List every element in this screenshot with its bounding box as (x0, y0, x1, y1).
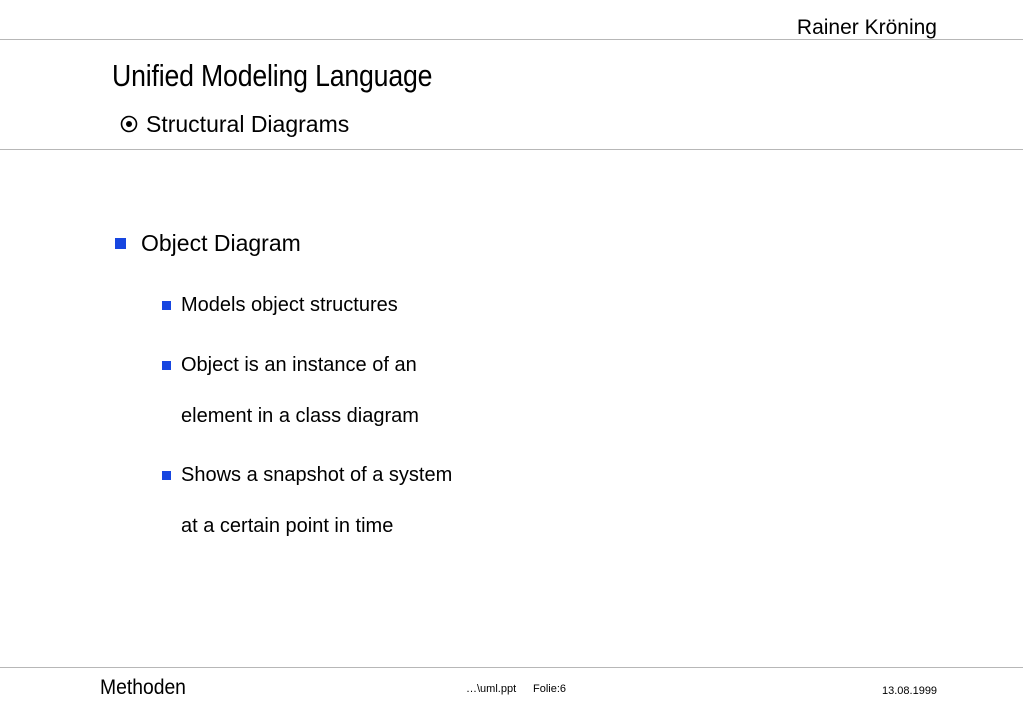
sub-bullet-1: Models object structures (162, 292, 398, 318)
circled-dot-icon (120, 115, 138, 133)
sub-bullet-text: Models object structures (181, 294, 398, 316)
slide-title: Unified Modeling Language (112, 58, 433, 93)
sub-bullet-3: Shows a snapshot of a system (162, 462, 452, 488)
square-bullet-icon (162, 470, 171, 480)
author-name: Rainer Kröning (796, 16, 937, 39)
footer-slide-number: Folie:6 (533, 683, 567, 695)
footer-section: Methoden (100, 676, 186, 699)
square-bullet-icon (162, 300, 171, 310)
header-divider (0, 149, 1023, 150)
footer-file-path: …\uml.ppt (466, 683, 517, 695)
footer-divider (0, 667, 1023, 668)
square-bullet-icon (162, 360, 171, 370)
sub-bullet-2-continuation: element in a class diagram (181, 405, 419, 427)
bullet-object-diagram: Object Diagram (115, 228, 301, 258)
sub-bullet-text: Object is an instance of an (181, 354, 417, 376)
sub-bullet-2: Object is an instance of an (162, 352, 417, 378)
top-divider (0, 39, 1023, 40)
square-bullet-icon (115, 237, 126, 249)
slide-subtitle: Structural Diagrams (120, 109, 349, 139)
footer-date: 13.08.1999 (882, 685, 938, 697)
bullet-heading-text: Object Diagram (141, 230, 301, 256)
sub-bullet-3-continuation: at a certain point in time (181, 515, 394, 537)
subtitle-text: Structural Diagrams (146, 111, 350, 137)
sub-bullet-text: Shows a snapshot of a system (181, 464, 453, 486)
